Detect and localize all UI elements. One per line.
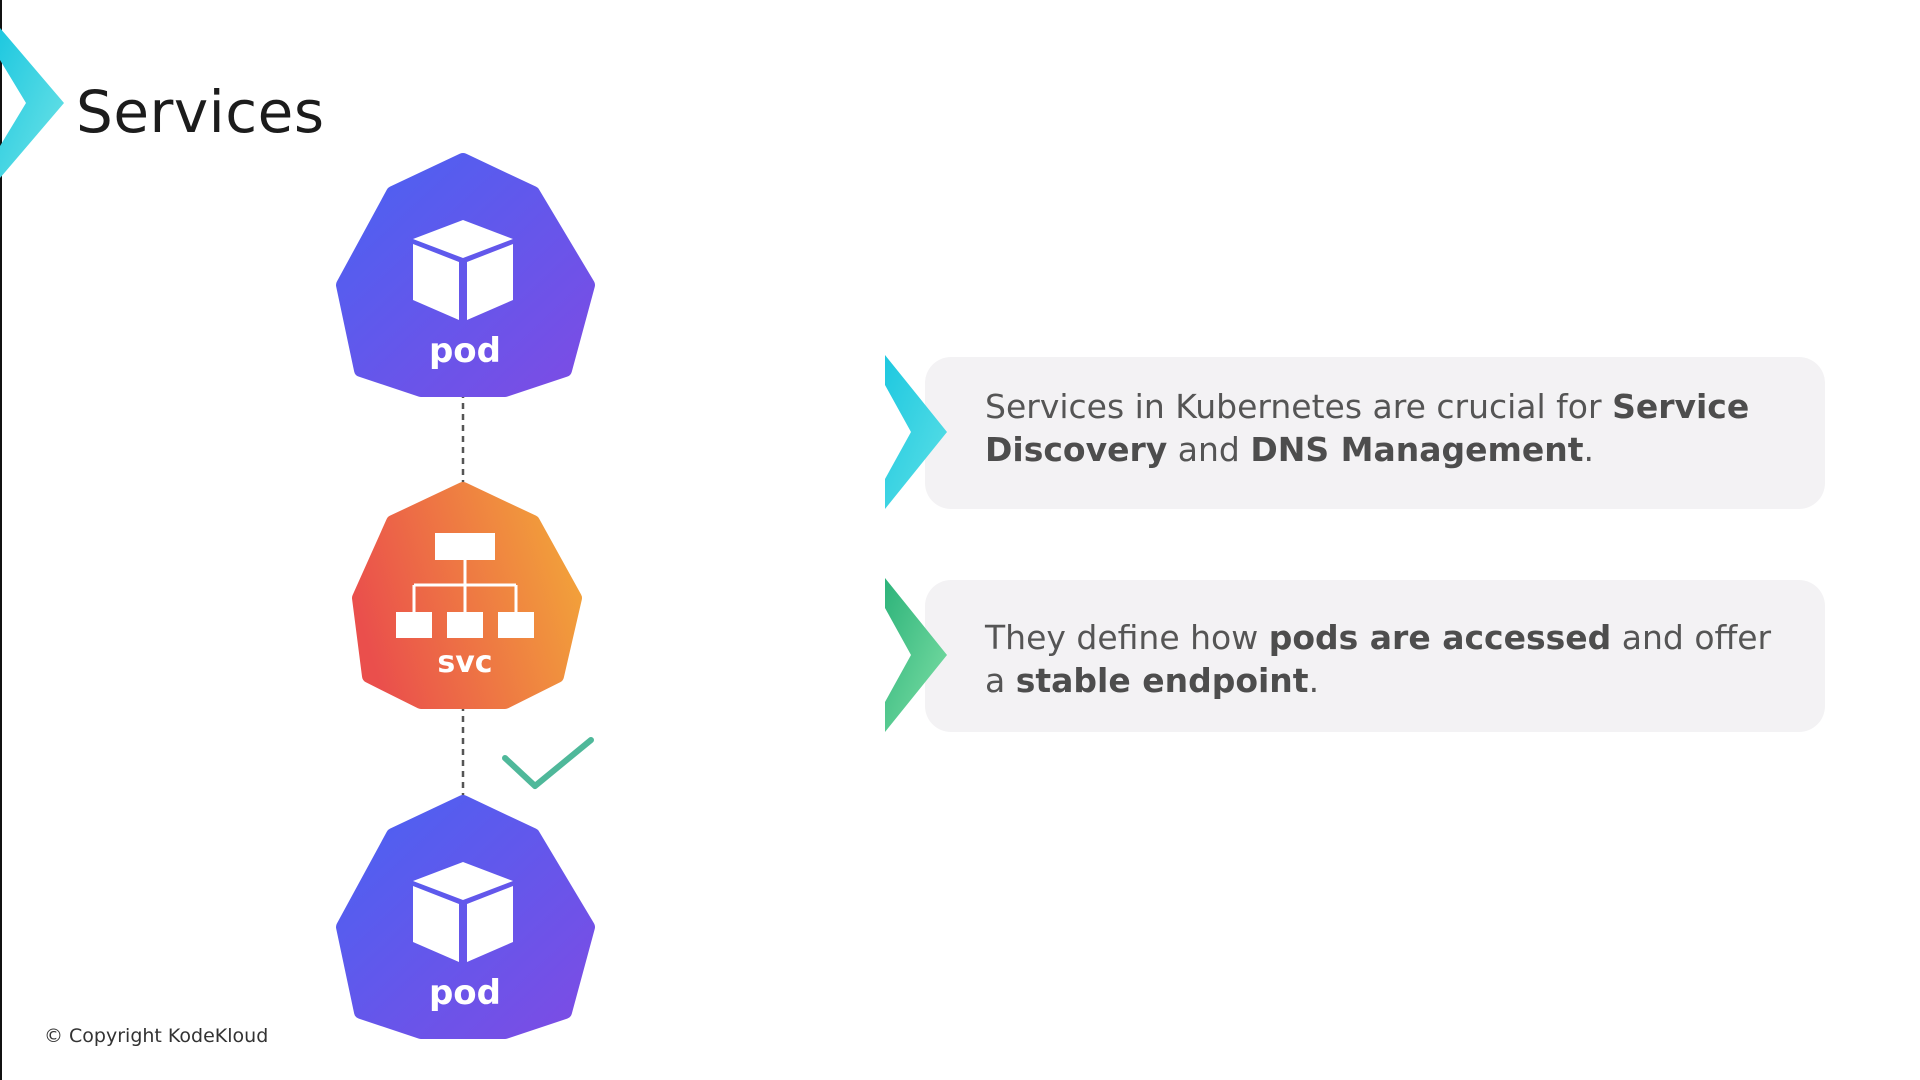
bullet-item-2: They define how pods are accessed and of… <box>885 578 1825 732</box>
pod-bottom-label: pod <box>429 973 501 1013</box>
bold-segment: Service Discovery <box>985 387 1750 469</box>
page-title: Services <box>76 78 325 146</box>
pod-node-top: pod <box>336 153 595 397</box>
bullet-card <box>925 357 1825 509</box>
bullet-card <box>925 580 1825 732</box>
bold-segment: DNS Management <box>1250 430 1584 469</box>
svc-node: svc <box>352 482 582 709</box>
title-chevron-icon <box>0 28 64 178</box>
checkmark-icon <box>502 737 594 789</box>
text-segment: They define how <box>985 618 1269 657</box>
bullet-text: Services in Kubernetes are crucial for S… <box>985 385 1785 471</box>
bold-segment: pods are accessed <box>1268 618 1612 657</box>
chevron-icon <box>885 355 947 509</box>
pod-top-label: pod <box>429 331 501 371</box>
pod-node-bottom: pod <box>336 795 595 1039</box>
bullet-text: They define how pods are accessed and of… <box>985 616 1785 702</box>
hierarchy-icon <box>396 533 534 638</box>
text-segment: . <box>1583 430 1595 469</box>
cube-icon <box>413 220 513 320</box>
svc-label: svc <box>437 645 492 680</box>
copyright-text: © Copyright KodeKloud <box>44 1025 269 1047</box>
bold-segment: stable endpoint <box>1015 661 1309 700</box>
chevron-icon <box>885 578 947 732</box>
left-edge-bar <box>0 0 2 1080</box>
text-segment: and offer a <box>985 618 1772 700</box>
cube-icon <box>413 862 513 962</box>
text-segment: Services in Kubernetes are crucial for <box>985 387 1613 426</box>
text-segment: . <box>1308 661 1320 700</box>
text-segment: and <box>1167 430 1251 469</box>
bullet-item-1: Services in Kubernetes are crucial for S… <box>885 355 1825 509</box>
